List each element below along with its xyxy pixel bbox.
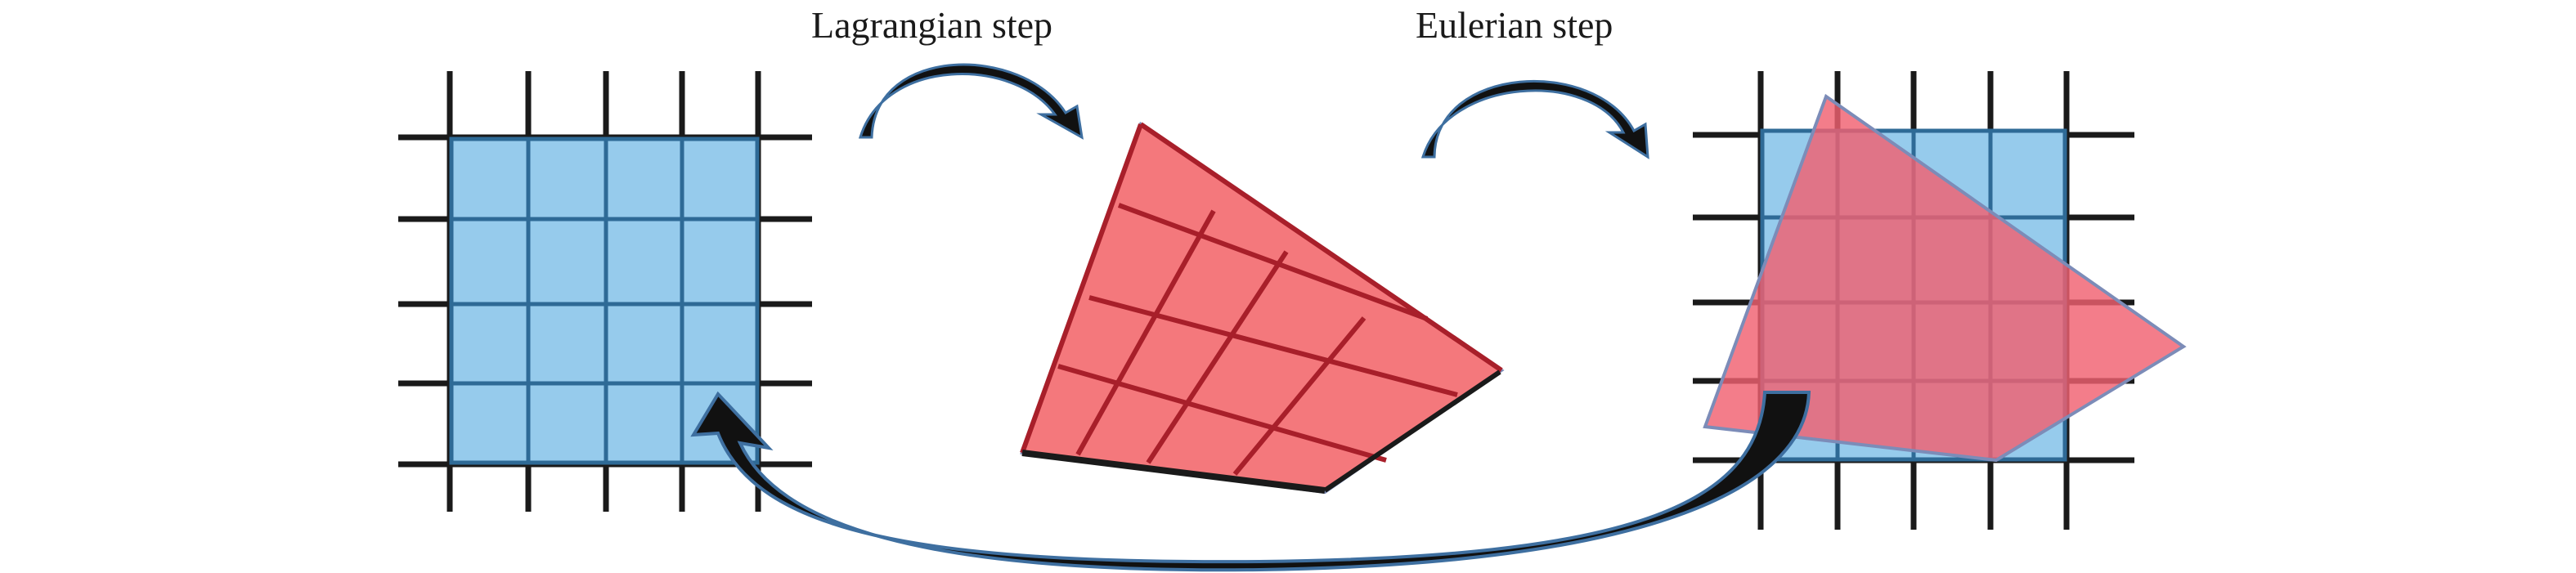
eulerian-step-label: Eulerian step	[1416, 4, 1613, 46]
lagrangian-step-arrow	[858, 63, 1084, 140]
lagrangian-bottom-edge	[1021, 450, 1326, 494]
overlay-lagrangian-cell	[1703, 93, 2187, 463]
eulerian-cell-lines	[449, 137, 760, 465]
return-arrow	[690, 391, 1811, 572]
initial-eulerian-mesh	[398, 71, 812, 512]
lagrangian-step-label: Lagrangian step	[811, 4, 1053, 46]
lagrangian-cell-lines	[1020, 122, 1503, 476]
lagrangian-right-edge	[1323, 369, 1501, 493]
deformed-lagrangian-mesh	[1020, 121, 1505, 495]
eulerian-step-arrow	[1420, 80, 1649, 159]
lagrangian-cell-block	[1020, 121, 1505, 495]
remapped-eulerian-mesh	[1693, 71, 2187, 530]
